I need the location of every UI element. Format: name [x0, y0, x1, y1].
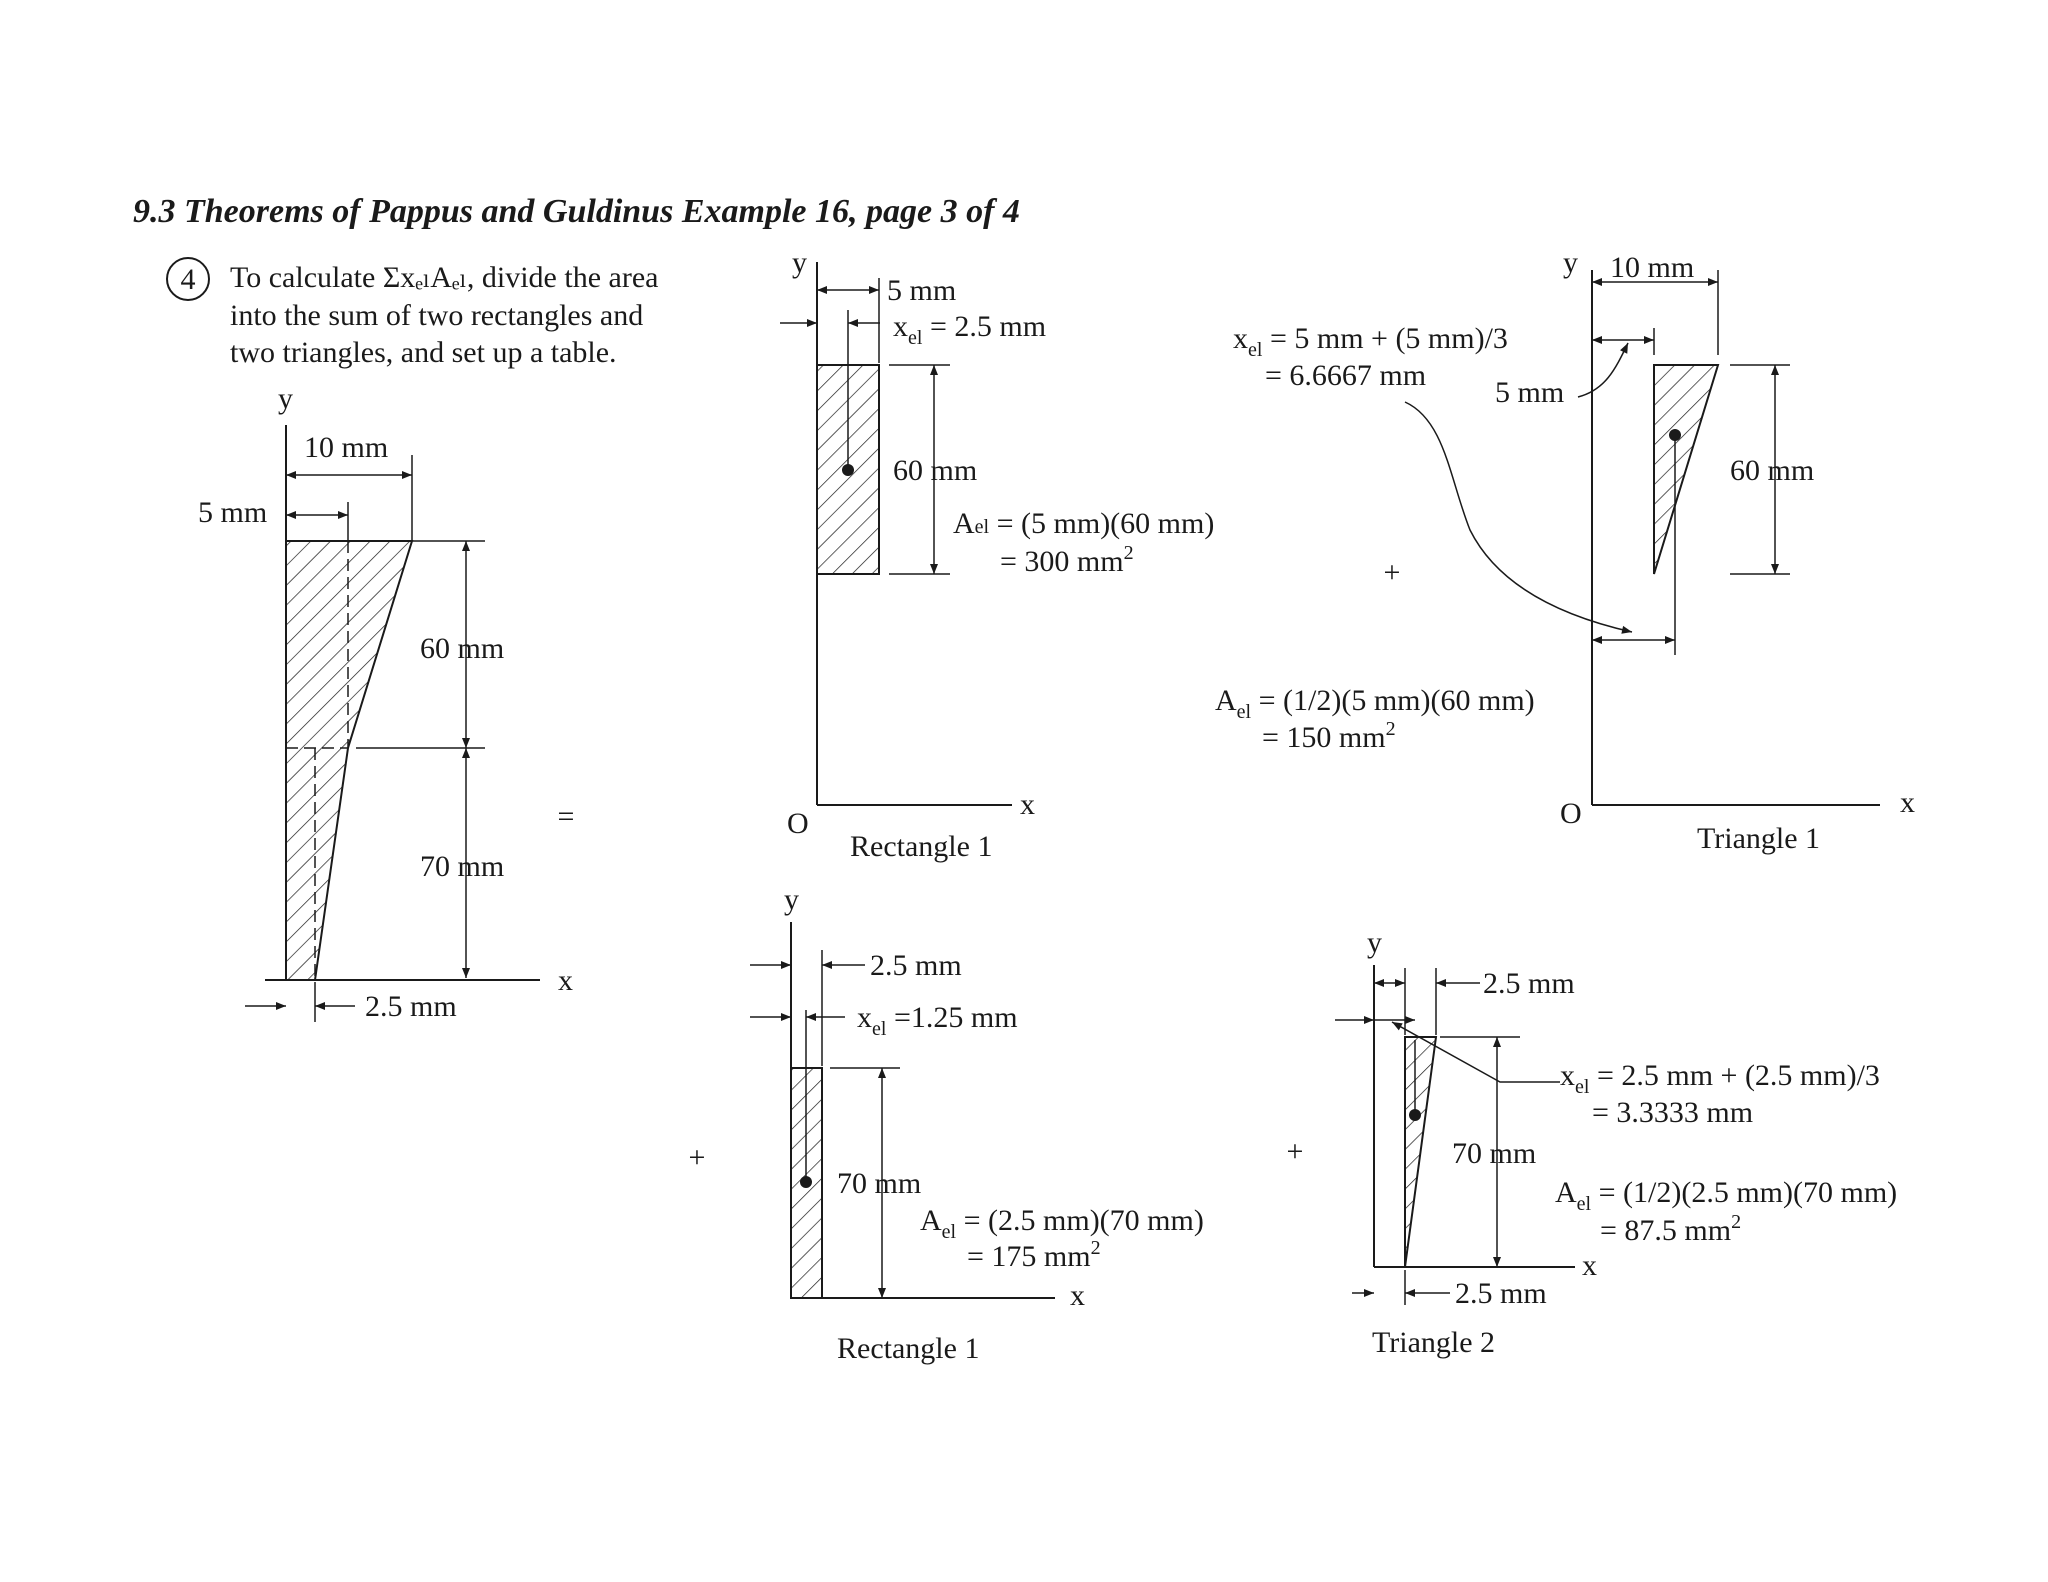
rect-1-bottom-caption: Rectangle 1 — [837, 1332, 979, 1365]
full-shape: y x 10 mm 5 mm 60 mm 70 mm 2.5 mm — [198, 382, 573, 1023]
full-dim-top: 10 mm — [304, 431, 388, 464]
rect-1-top-x-label: x — [1020, 788, 1035, 821]
plus-sign-3: + — [1287, 1135, 1304, 1168]
rect-1-top-area-expr: Ael = (5 mm)(60 mm) — [953, 507, 1214, 540]
triangle-2-dim-bottom: 2.5 mm — [1455, 1277, 1547, 1310]
step-4-block: 4 To calculate ΣxₑₗAₑₗ, divide the area … — [166, 257, 658, 369]
full-dim-left: 5 mm — [198, 496, 267, 529]
step-text-line-3: two triangles, and set up a table. — [230, 336, 617, 369]
rect-1-top-centroid — [842, 464, 854, 476]
equals-sign: = — [558, 800, 575, 833]
triangle-1-area — [1653, 364, 1720, 575]
triangle-1-dim-width: 10 mm — [1610, 251, 1694, 284]
triangle-2: y x 2.5 mm xel = 2.5 mm + (2.5 mm)/3 = 3… — [1335, 926, 1897, 1359]
rect-1-top-origin: O — [787, 807, 809, 840]
rect-1-bottom-dim-height: 70 mm — [837, 1167, 921, 1200]
triangle-2-area-result: = 87.5 mm2 — [1600, 1211, 1741, 1247]
rect-1-bottom-xel: xel =1.25 mm — [857, 1001, 1018, 1040]
rectangle-1-bottom: y x 2.5 mm xel =1.25 mm 70 mm Ael = (2.5… — [750, 883, 1204, 1365]
step-text-line-2: into the sum of two rectangles and — [230, 299, 643, 332]
triangle-2-xel-expr: xel = 2.5 mm + (2.5 mm)/3 — [1560, 1059, 1880, 1098]
rect-1-bottom-x-label: x — [1070, 1279, 1085, 1312]
triangle-1-area-result: = 150 mm2 — [1262, 718, 1396, 754]
triangle-1-x-label: x — [1900, 786, 1915, 819]
rect-1-bottom-area-result: = 175 mm2 — [967, 1237, 1101, 1273]
triangle-1-dim-offset: 5 mm — [1495, 376, 1564, 409]
triangle-2-area — [1404, 1036, 1438, 1268]
triangle-2-area-expr: Ael = (1/2)(2.5 mm)(70 mm) — [1555, 1176, 1897, 1215]
full-shape-y-label: y — [278, 382, 293, 415]
triangle-2-xel-result: = 3.3333 mm — [1592, 1096, 1753, 1129]
triangle-1: y x O 10 mm 5 mm 60 mm xel = 5 mm + (5 m… — [1215, 246, 1915, 855]
triangle-1-dim-height: 60 mm — [1730, 454, 1814, 487]
triangle-2-y-label: y — [1367, 926, 1382, 959]
rect-1-bottom-centroid — [800, 1176, 812, 1188]
triangle-2-dim-height: 70 mm — [1452, 1137, 1536, 1170]
step-number: 4 — [181, 263, 196, 296]
rect-1-top-caption: Rectangle 1 — [850, 830, 992, 863]
rect-1-top-y-label: y — [792, 246, 807, 279]
triangle-2-centroid — [1409, 1109, 1421, 1121]
rect-1-top-dim-width: 5 mm — [887, 274, 956, 307]
full-shape-x-label: x — [558, 964, 573, 997]
step-text-line-1: To calculate ΣxₑₗAₑₗ, divide the area — [230, 261, 658, 294]
plus-sign-2: + — [689, 1141, 706, 1174]
rectangle-1-top: y x O 5 mm xel = 2.5 mm 60 mm Ael = (5 m… — [780, 246, 1214, 863]
rect-1-top-xel: xel = 2.5 mm — [893, 310, 1046, 349]
rect-1-bottom-area-expr: Ael = (2.5 mm)(70 mm) — [920, 1204, 1204, 1243]
rect-1-bottom-y-label: y — [784, 883, 799, 916]
triangle-1-centroid — [1669, 429, 1681, 441]
plus-sign-1: + — [1384, 556, 1401, 589]
triangle-1-origin: O — [1560, 797, 1582, 830]
rect-1-top-dim-height: 60 mm — [893, 454, 977, 487]
triangle-1-caption: Triangle 1 — [1697, 822, 1820, 855]
triangle-2-x-label: x — [1582, 1249, 1597, 1282]
full-dim-bottom: 2.5 mm — [365, 990, 457, 1023]
step-number-circle — [166, 257, 210, 301]
rect-1-top-area-result: = 300 mm2 — [1000, 542, 1134, 578]
triangle-2-caption: Triangle 2 — [1372, 1326, 1495, 1359]
triangle-1-xel-expr: xel = 5 mm + (5 mm)/3 — [1233, 322, 1508, 361]
page-title: 9.3 Theorems of Pappus and Guldinus Exam… — [133, 193, 1020, 230]
full-dim-lower-height: 70 mm — [420, 850, 504, 883]
triangle-2-dim-offset: 2.5 mm — [1483, 967, 1575, 1000]
triangle-1-area-expr: Ael = (1/2)(5 mm)(60 mm) — [1215, 684, 1535, 723]
triangle-1-y-label: y — [1563, 246, 1578, 279]
rect-1-bottom-dim-width: 2.5 mm — [870, 949, 962, 982]
full-dim-upper-height: 60 mm — [420, 632, 504, 665]
full-shape-area — [285, 540, 414, 981]
triangle-1-xel-result: = 6.6667 mm — [1265, 359, 1426, 392]
